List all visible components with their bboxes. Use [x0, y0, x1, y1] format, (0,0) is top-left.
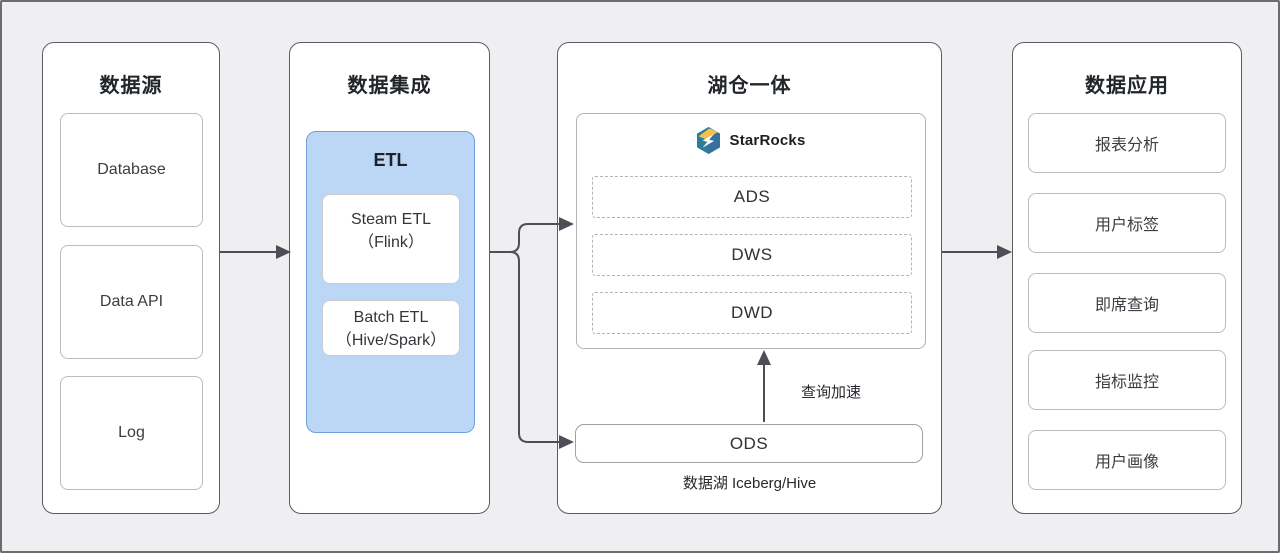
- panel-lakehouse: 湖仓一体 StarRocks ADS DWS DWD 查询加速 ODS 数据湖 …: [557, 42, 942, 514]
- starrocks-brand: StarRocks: [577, 126, 925, 154]
- batch-etl-engine: （Hive/Spark）: [335, 332, 447, 349]
- app-box-metric-monitor: 指标监控: [1028, 350, 1226, 410]
- stream-etl-box: Steam ETL （Flink）: [322, 194, 460, 284]
- batch-etl-label: Batch ETL: [353, 309, 429, 326]
- app-box-user-tags: 用户标签: [1028, 193, 1226, 253]
- panel-title-data-application: 数据应用: [1085, 75, 1169, 97]
- panel-data-application: 数据应用 报表分析 用户标签 即席查询 指标监控 用户画像: [1012, 42, 1242, 514]
- ods-box: ODS: [575, 424, 923, 463]
- starrocks-logo-icon: [697, 126, 721, 154]
- layer-box-dws: DWS: [592, 234, 912, 276]
- app-box-report-analysis: 报表分析: [1028, 113, 1226, 173]
- data-lake-label: 数据湖 Iceberg/Hive: [682, 475, 817, 492]
- etl-group-title: ETL: [373, 150, 408, 170]
- etl-group-box: ETL Steam ETL （Flink） Batch ETL （Hive/Sp…: [306, 131, 475, 433]
- layer-box-dwd: DWD: [592, 292, 912, 334]
- panel-title-lakehouse: 湖仓一体: [707, 75, 792, 97]
- query-acceleration-label: 查询加速: [801, 384, 862, 401]
- source-box-database: Database: [60, 113, 203, 227]
- panel-data-integration: 数据集成 ETL Steam ETL （Flink） Batch ETL （Hi…: [289, 42, 490, 514]
- stream-etl-label: Steam ETL: [350, 211, 432, 228]
- panel-data-source: 数据源 Database Data API Log: [42, 42, 220, 514]
- source-box-log: Log: [60, 376, 203, 490]
- panel-title-data-source: 数据源: [99, 75, 163, 97]
- batch-etl-box: Batch ETL （Hive/Spark）: [322, 300, 460, 356]
- panel-title-data-integration: 数据集成: [347, 75, 432, 97]
- starrocks-box: StarRocks ADS DWS DWD: [576, 113, 926, 349]
- app-box-adhoc-query: 即席查询: [1028, 273, 1226, 333]
- source-box-data-api: Data API: [60, 245, 203, 359]
- layer-box-ads: ADS: [592, 176, 912, 218]
- stream-etl-engine: （Flink）: [358, 234, 424, 251]
- starrocks-wordmark: StarRocks: [729, 131, 806, 149]
- app-box-user-profile: 用户画像: [1028, 430, 1226, 490]
